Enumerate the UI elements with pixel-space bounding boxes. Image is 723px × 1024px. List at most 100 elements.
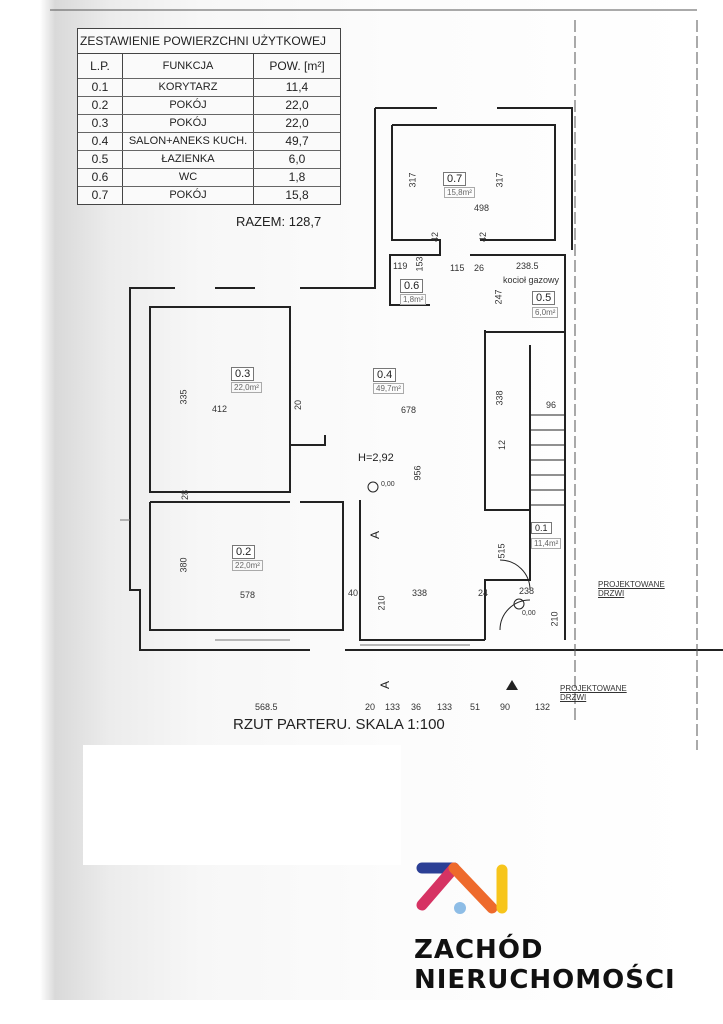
- door-note-2: PROJEKTOWANE DRZWI: [560, 684, 627, 702]
- dimension-label: 12: [497, 439, 508, 451]
- window-lines: [120, 519, 470, 646]
- dimension-label: 42: [430, 231, 441, 243]
- room-0-2-number: 0.2: [232, 545, 256, 559]
- cell-funkcja: ŁAZIENKA: [123, 151, 254, 168]
- bottom-dimension: 133: [437, 702, 453, 712]
- entrance-arrow-icon: [506, 680, 518, 690]
- level-mark-icon-2: [513, 598, 525, 610]
- central-walls: [289, 307, 566, 641]
- stairs: [530, 414, 565, 506]
- cell-funkcja: SALON+ANEKS KUCH.: [123, 133, 254, 150]
- dimension-label: 20: [293, 399, 304, 411]
- dim: 412: [212, 404, 228, 414]
- room-0-2-walls: [149, 501, 344, 631]
- dimension-label: 238: [519, 586, 535, 596]
- dimension-label: 338: [412, 588, 428, 598]
- dim: 247: [493, 289, 504, 305]
- dimension-label: 40: [348, 588, 359, 598]
- dim: 338: [494, 390, 505, 406]
- cell-funkcja: WC: [123, 169, 254, 186]
- brand-logo-icon: [416, 862, 508, 914]
- level-mark-icon: [367, 481, 379, 493]
- cell-lp: 0.4: [78, 133, 123, 150]
- door-arc: [499, 559, 531, 631]
- room-0-6-number: 0.6: [400, 279, 424, 293]
- room-0-5-number: 0.5: [532, 291, 556, 305]
- room-0-3-area: 22,0m²: [231, 382, 262, 393]
- cell-funkcja: KORYTARZ: [123, 79, 254, 96]
- dim: 956: [412, 465, 423, 481]
- cell-pow: 6,0: [288, 152, 306, 166]
- dimension-label: 115: [450, 263, 465, 273]
- bottom-dimension: 90: [500, 702, 511, 712]
- room-0-3-walls: [149, 306, 291, 493]
- dim: 119: [393, 261, 408, 271]
- cell-lp: 0.5: [78, 151, 123, 168]
- room-0-5-area: 6,0m²: [532, 307, 559, 318]
- dim: 335: [178, 389, 189, 405]
- cell-lp: 0.6: [78, 169, 123, 186]
- header-pow: POW. [m²]: [269, 59, 325, 73]
- room-0-4-number: 0.4: [373, 368, 397, 382]
- cell-lp: 0.2: [78, 97, 123, 114]
- table-total: RAZEM: 128,7: [236, 214, 322, 229]
- cell-funkcja: POKÓJ: [123, 115, 254, 132]
- table-title: ZESTAWIENIE POWIERZCHNI UŻYTKOWEJ: [78, 29, 340, 54]
- plan-caption: RZUT PARTERU. SKALA 1:100: [233, 716, 445, 733]
- bottom-dimension: 133: [385, 702, 401, 712]
- bottom-dimension: 36: [411, 702, 422, 712]
- cell-lp: 0.3: [78, 115, 123, 132]
- dim: 515: [496, 543, 507, 559]
- dim: 210: [549, 611, 560, 627]
- floor-plan-drawing: [50, 9, 723, 750]
- header-funkcja: FUNKCJA: [123, 54, 254, 78]
- dimension-label: 42: [478, 231, 489, 243]
- building-edge: [574, 20, 698, 750]
- cell-lp: 0.1: [78, 79, 123, 96]
- bottom-dimension: 20: [365, 702, 376, 712]
- dim: 317: [407, 172, 418, 188]
- dim: 380: [178, 557, 189, 573]
- ceiling-height: H=2,92: [358, 452, 394, 464]
- cell-pow: 49,7: [285, 134, 309, 148]
- bottom-dimension: 568.5: [255, 702, 278, 712]
- room-0-2-area: 22,0m²: [232, 560, 263, 571]
- cell-lp: 0.7: [78, 187, 123, 204]
- level-value-2: 0,00: [522, 610, 536, 617]
- cell-pow: 1,8: [288, 170, 306, 184]
- dim: 153: [414, 256, 425, 272]
- brand-name: ZACHÓD NIERUCHOMOŚCI: [414, 935, 676, 995]
- dim: 317: [494, 172, 505, 188]
- dimension-label: 210: [376, 595, 387, 611]
- outer-wall-inner: [389, 124, 566, 333]
- room-0-1-number: 0.1: [531, 522, 552, 534]
- door-note-1: PROJEKTOWANE DRZWI: [598, 580, 665, 598]
- bottom-dimension: 132: [535, 702, 551, 712]
- dimension-label: 24: [478, 588, 489, 598]
- brand-line-2: NIERUCHOMOŚCI: [414, 965, 676, 995]
- room-0-7-area: 15,8m²: [444, 187, 475, 198]
- dimension-label: 96: [546, 400, 557, 410]
- section-mark-2: A: [378, 680, 393, 690]
- room-0-3-number: 0.3: [231, 367, 255, 381]
- dim: 678: [401, 405, 417, 415]
- dim: 498: [474, 203, 490, 213]
- level-value: 0,00: [381, 481, 395, 488]
- cell-pow: 22,0: [285, 98, 309, 112]
- bottom-dimension: 51: [470, 702, 481, 712]
- boiler-note: kocioł gazowy: [503, 275, 560, 285]
- cell-pow: 15,8: [285, 188, 309, 202]
- brand-line-1: ZACHÓD: [414, 935, 544, 965]
- redacted-area: [83, 745, 401, 865]
- dimension-label: 28: [180, 489, 191, 501]
- table-header: L.P. FUNKCJA POW. [m²]: [78, 54, 340, 79]
- dim: 578: [240, 590, 256, 600]
- header-lp: L.P.: [78, 54, 123, 78]
